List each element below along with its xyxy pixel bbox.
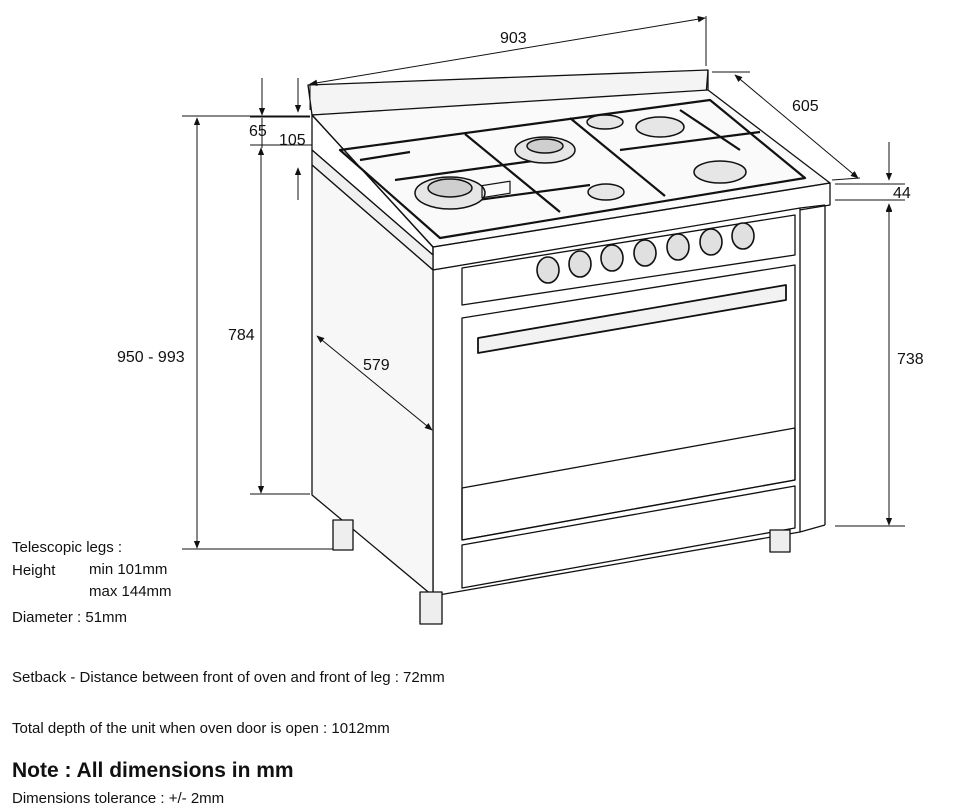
dim-body-depth-label: 579: [363, 357, 390, 374]
dim-hob-thickness-label: 44: [893, 185, 911, 202]
dim-backguard-label: 65: [249, 123, 267, 140]
storage-drawer: [461, 485, 796, 589]
door-open-depth-text: Total depth of the unit when oven door i…: [12, 720, 390, 737]
setback-text: Setback - Distance between front of oven…: [12, 669, 445, 686]
control-panel: [461, 180, 796, 306]
burners: [414, 114, 747, 210]
legs-height-max: max 144mm: [89, 583, 172, 600]
dim-body-height-label: 784: [228, 327, 255, 344]
dim-width-label: 903: [500, 30, 527, 47]
dim-depth-label: 605: [792, 98, 819, 115]
dim-oven-height-label: 738: [897, 351, 924, 368]
telescopic-legs: [332, 519, 791, 625]
legs-height-label: Height: [12, 562, 56, 579]
tolerance-text: Dimensions tolerance : +/- 2mm: [12, 790, 225, 807]
legs-diameter: Diameter : 51mm: [12, 609, 128, 626]
control-knobs: [536, 222, 755, 284]
legs-height-min: min 101mm: [89, 561, 168, 578]
dim-backguard-total-label: 105: [279, 132, 306, 149]
oven-door: [461, 264, 796, 541]
dim-overall-height-label: 950 - 993: [117, 349, 185, 366]
dimension-lines: [182, 16, 905, 550]
dimensions-note: Note : All dimensions in mm: [12, 759, 294, 782]
legs-title: Telescopic legs :: [12, 539, 123, 556]
